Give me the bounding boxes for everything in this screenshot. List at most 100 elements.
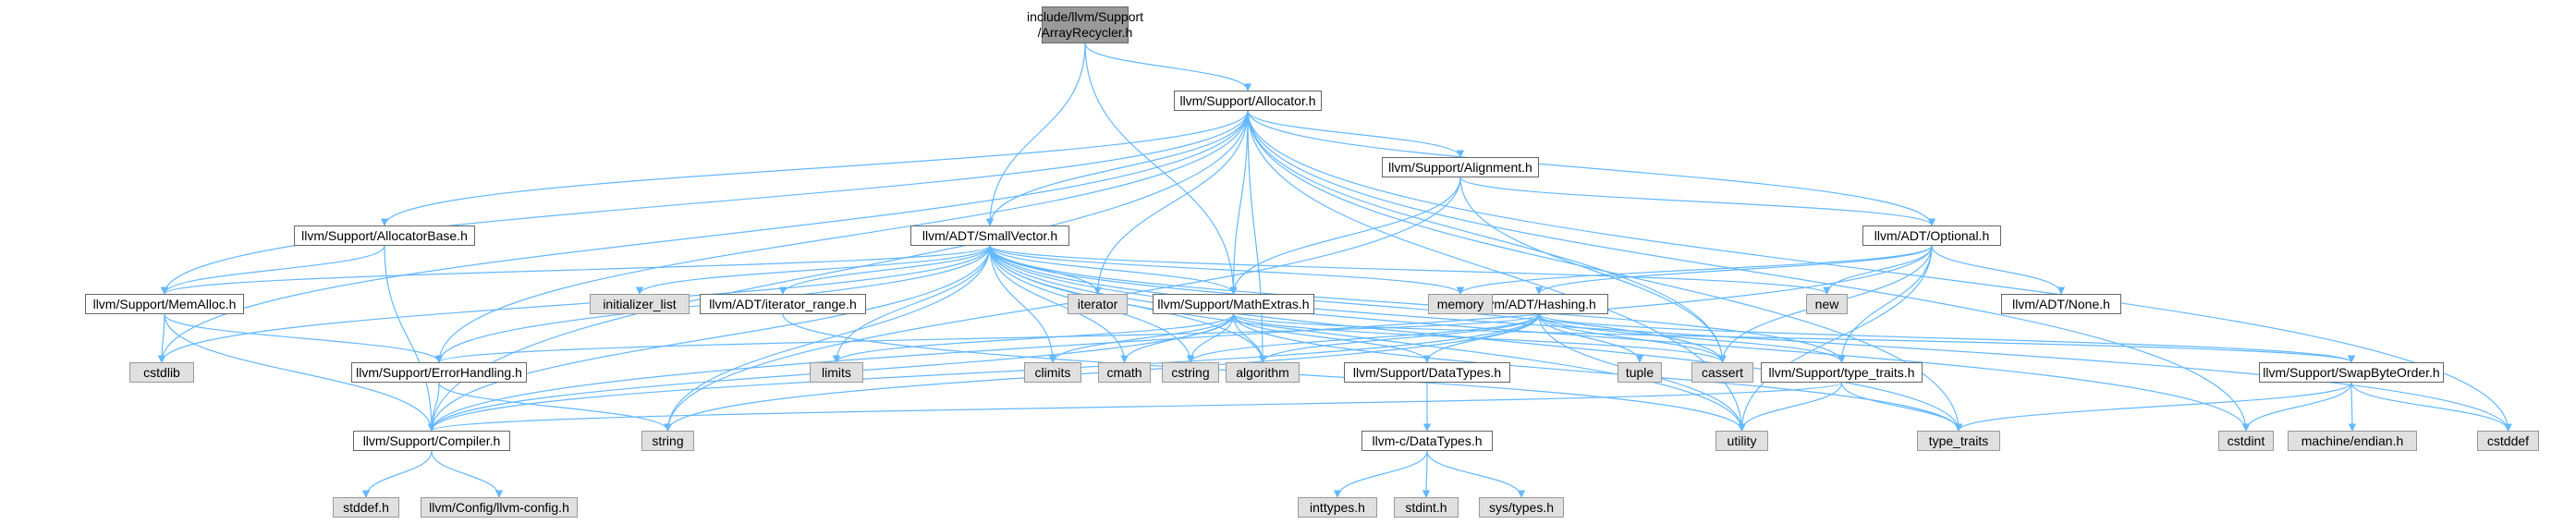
node-utility[interactable]: utility (1715, 431, 1768, 451)
edge-allocatorbase-to-memalloc (160, 245, 385, 295)
edge-typetraits_llvm-to-type_traits (1840, 382, 1963, 432)
node-alignment[interactable]: llvm/Support/Alignment.h (1382, 157, 1539, 177)
edge-smallvector-to-memory (989, 245, 1465, 295)
node-label: llvm/Support/MathExtras.h (1157, 296, 1310, 311)
node-swapbyteorder[interactable]: llvm/Support/SwapByteOrder.h (2259, 362, 2444, 383)
node-iterator[interactable]: iterator (1068, 294, 1128, 314)
edge-allocator-to-cassert (1247, 110, 1727, 363)
edge-swapbyteorder-to-machine_endian (2348, 382, 2357, 432)
node-machine-endian[interactable]: machine/endian.h (2288, 431, 2417, 451)
edge-allocator-to-optional (1247, 110, 1936, 226)
node-label: llvm/Config/llvm-config.h (429, 499, 569, 515)
node-cstring[interactable]: cstring (1162, 362, 1219, 383)
edge-smallvector-to-limits (832, 245, 991, 363)
node-label: cstdint (2227, 433, 2265, 448)
node-climits[interactable]: climits (1024, 362, 1081, 383)
edge-root-to-smallvector (985, 43, 1086, 226)
node-type-traits[interactable]: type_traits (1917, 431, 2000, 451)
edge-smallvector-to-iterator_range (778, 245, 991, 295)
node-iterator-range[interactable]: llvm/ADT/iterator_range.h (700, 294, 866, 314)
node-new[interactable]: new (1806, 294, 1848, 314)
edge-alignment-to-cassert (1459, 177, 1727, 363)
node-errorhandling[interactable]: llvm/Support/ErrorHandling.h (351, 362, 527, 383)
edge-allocatorbase-to-compiler (384, 245, 436, 432)
node-stdint[interactable]: stdint.h (1394, 497, 1459, 518)
node-allocatorbase[interactable]: llvm/Support/AllocatorBase.h (294, 225, 475, 246)
node-memory[interactable]: memory (1428, 294, 1493, 314)
node-stddef[interactable]: stddef.h (333, 497, 399, 518)
edge-root-to-allocator (1084, 43, 1252, 91)
node-cstdint[interactable]: cstdint (2218, 431, 2274, 451)
node-none[interactable]: llvm/ADT/None.h (2001, 294, 2121, 314)
node-hashing[interactable]: llvm/ADT/Hashing.h (1470, 294, 1608, 314)
node-label: memory (1436, 296, 1484, 311)
node-label: llvm/Support/Allocator.h (1179, 92, 1316, 108)
edge-datatypes_c-to-systypes (1426, 450, 1526, 498)
node-label: iterator (1077, 296, 1118, 311)
node-label: cassert (1701, 364, 1744, 380)
node-label: stdint.h (1405, 499, 1447, 515)
node-label: sys/types.h (1488, 499, 1555, 515)
node-datatypes-support[interactable]: llvm/Support/DataTypes.h (1344, 362, 1510, 383)
edge-smallvector-to-climits (989, 245, 1057, 363)
edge-smallvector-to-cstdlib (157, 245, 991, 363)
edge-memalloc-to-errorhandling (164, 313, 444, 363)
edge-allocator-to-iterator (1093, 110, 1249, 295)
node-memalloc[interactable]: llvm/Support/MemAlloc.h (85, 294, 244, 314)
edge-allocator-to-allocatorbase (380, 110, 1249, 226)
node-string[interactable]: string (641, 431, 694, 451)
edge-allocator-to-alignment (1247, 110, 1465, 158)
edge-mathextras-to-cmath (1120, 313, 1235, 363)
edge-allocator-to-mathextras (1229, 110, 1249, 295)
edge-optional-to-typetraits_llvm (1837, 245, 1933, 363)
node-optional[interactable]: llvm/ADT/Optional.h (1862, 225, 2001, 246)
edge-allocator-to-smallvector (985, 110, 1249, 226)
root-file-node[interactable]: include/llvm/Support /ArrayRecycler.h (1027, 6, 1143, 43)
node-label: llvm/ADT/Hashing.h (1482, 296, 1596, 311)
node-limits[interactable]: limits (810, 362, 863, 383)
edge-smallvector-to-memalloc (161, 245, 991, 295)
edge-allocator-to-errorhandling (434, 110, 1249, 363)
edge-datatypes_c-to-inttypes (1333, 450, 1428, 498)
edge-alignment-to-string (664, 177, 1461, 432)
node-label: llvm/Support/MemAlloc.h (92, 296, 237, 311)
edge-allocator-to-type_traits (1247, 110, 1963, 432)
node-label: cstdlib (143, 364, 180, 380)
node-allocator[interactable]: llvm/Support/Allocator.h (1174, 91, 1322, 111)
node-cassert[interactable]: cassert (1691, 362, 1753, 383)
node-algorithm[interactable]: algorithm (1226, 362, 1300, 383)
edge-smallvector-to-compiler (427, 245, 991, 432)
edge-allocator-to-algorithm (1247, 110, 1267, 363)
node-cstdlib[interactable]: cstdlib (129, 362, 194, 383)
node-label: cmath (1106, 364, 1142, 380)
edge-smallvector-to-cassert (989, 245, 1727, 363)
edge-swapbyteorder-to-type_traits (1954, 382, 2352, 432)
node-label: llvm/ADT/iterator_range.h (709, 296, 857, 311)
edge-smallvector-to-initializer_list (635, 245, 991, 295)
node-initializer-list[interactable]: initializer_list (590, 294, 690, 314)
node-sys-types[interactable]: sys/types.h (1479, 497, 1564, 518)
edge-allocator-to-memalloc (160, 110, 1249, 295)
edge-alignment-to-optional (1459, 177, 1936, 226)
node-llvm-type-traits[interactable]: llvm/Support/type_traits.h (1761, 362, 1923, 383)
edge-memalloc-to-compiler (164, 313, 436, 432)
node-cstddef[interactable]: cstddef (2477, 431, 2539, 451)
node-mathextras[interactable]: llvm/Support/MathExtras.h (1153, 294, 1314, 314)
node-cmath[interactable]: cmath (1098, 362, 1151, 383)
node-label: utility (1727, 433, 1757, 448)
node-inttypes[interactable]: inttypes.h (1298, 497, 1377, 518)
node-label: llvm/ADT/Optional.h (1874, 227, 1990, 243)
node-compiler[interactable]: llvm/Support/Compiler.h (353, 431, 510, 451)
edge-smallvector-to-mathextras (989, 245, 1238, 295)
node-llvm-config[interactable]: llvm/Config/llvm-config.h (421, 497, 578, 518)
node-label: stddef.h (343, 499, 389, 515)
node-smallvector[interactable]: llvm/ADT/SmallVector.h (910, 225, 1069, 246)
node-datatypes-c[interactable]: llvm-c/DataTypes.h (1361, 431, 1493, 451)
node-label: llvm/Support/SwapByteOrder.h (2263, 364, 2440, 380)
node-label: algorithm (1236, 364, 1289, 380)
node-label: llvm/Support/Compiler.h (362, 433, 501, 448)
node-label: llvm/Support/ErrorHandling.h (356, 364, 522, 380)
node-tuple[interactable]: tuple (1618, 362, 1662, 383)
node-label: climits (1034, 364, 1071, 380)
